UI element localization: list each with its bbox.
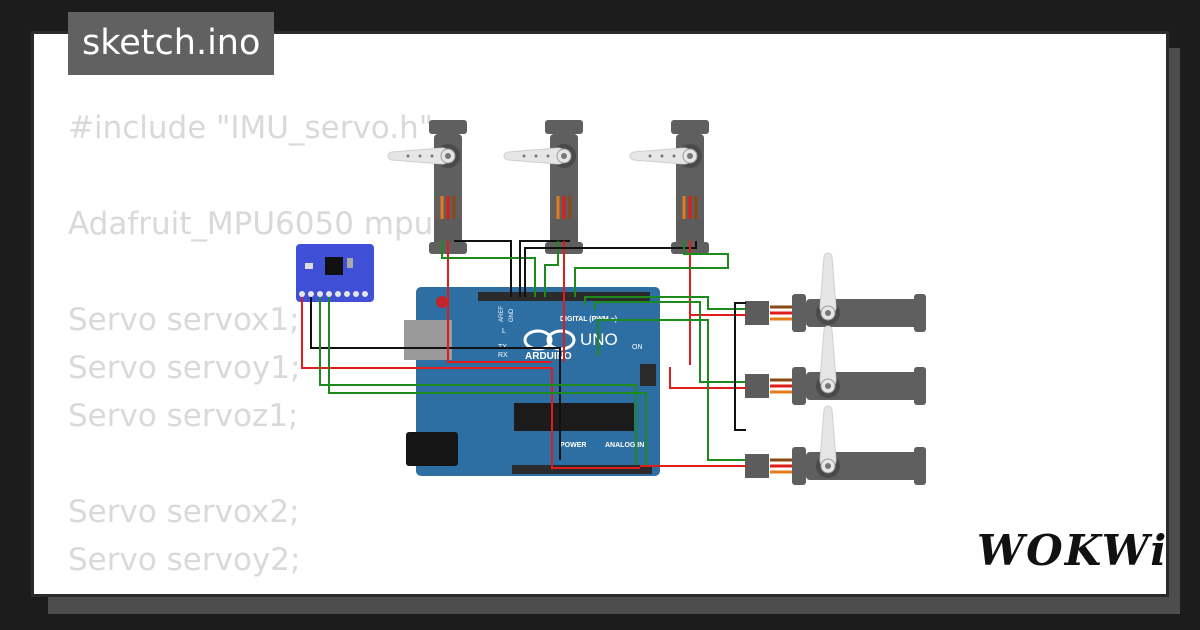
wire-servo2-gnd [519, 240, 570, 297]
wire-servo3-gnd [524, 241, 697, 297]
arduino-uno-board: ARDUINO UNO DIGITAL (PWM ~) POWER ANALOG… [404, 287, 660, 476]
wire-imu-gnd [310, 297, 561, 460]
wire-servo-r1-power [689, 314, 746, 340]
power-pins-label: POWER [560, 442, 586, 449]
servo-right-1 [791, 252, 927, 333]
gnd-pin-label: GND [509, 308, 515, 322]
analog-pins-label: ANALOG IN [605, 442, 644, 449]
wire-servo-r1-gnd [734, 302, 746, 431]
code-line: Servo servoz1; [68, 398, 299, 434]
wire-servo1-gnd [454, 240, 512, 297]
board-brand-label: ARDUINO [525, 351, 572, 362]
connector-right-1 [745, 301, 769, 325]
code-line: Servo servoz2; [68, 584, 444, 594]
servo-right-3 [791, 405, 927, 486]
wire-servo-r3-signal [597, 319, 746, 461]
wire-servo2-signal [544, 241, 559, 297]
wire-servo3-signal [574, 241, 729, 297]
connector-right-3 [745, 454, 769, 478]
wire-servo-r2-signal [594, 301, 746, 383]
aref-pin-label: AREF [499, 306, 505, 322]
code-line: Servo servoy2; [68, 542, 301, 578]
connector-right-2 [745, 374, 769, 398]
wokwi-logo: WOKWi [977, 526, 1166, 575]
wire-servo-r1-signal [584, 296, 746, 310]
code-line: Servo servox1; [68, 302, 300, 338]
preview-card: #include "IMU_servo.h" Adafruit_MPU6050 m… [31, 31, 1169, 597]
wire-imu-sda [328, 297, 647, 465]
digital-pins-label: DIGITAL (PWM ~) [560, 316, 617, 323]
code-snippet: #include "IMU_servo.h" Adafruit_MPU6050 m… [68, 104, 444, 594]
connector-top-1 [434, 219, 462, 241]
code-line: #include "IMU_servo.h" [68, 110, 433, 146]
connector-top-2 [550, 219, 578, 241]
wire-servo1-signal [441, 241, 536, 297]
code-line: Servo servoy1; [68, 350, 301, 386]
connector-top-3 [676, 219, 704, 241]
servo-right-2 [791, 325, 927, 406]
wire-imu-vcc [301, 297, 640, 469]
rx-led-label: RX [498, 352, 508, 359]
code-line: Adafruit_MPU6050 mpu; [68, 206, 444, 242]
mpu6050-module [296, 244, 374, 302]
code-line: Servo servox2; [68, 494, 300, 530]
on-led-label: ON [632, 344, 643, 351]
wire-servo-r2-power [669, 367, 746, 389]
wire-imu-scl [319, 297, 637, 465]
file-title-tab: sketch.ino [68, 12, 275, 75]
wire-servo1-power [447, 241, 552, 363]
circuit-diagram: ARDUINO UNO DIGITAL (PWM ~) POWER ANALOG… [296, 119, 927, 486]
l-led-label: L [502, 328, 506, 335]
